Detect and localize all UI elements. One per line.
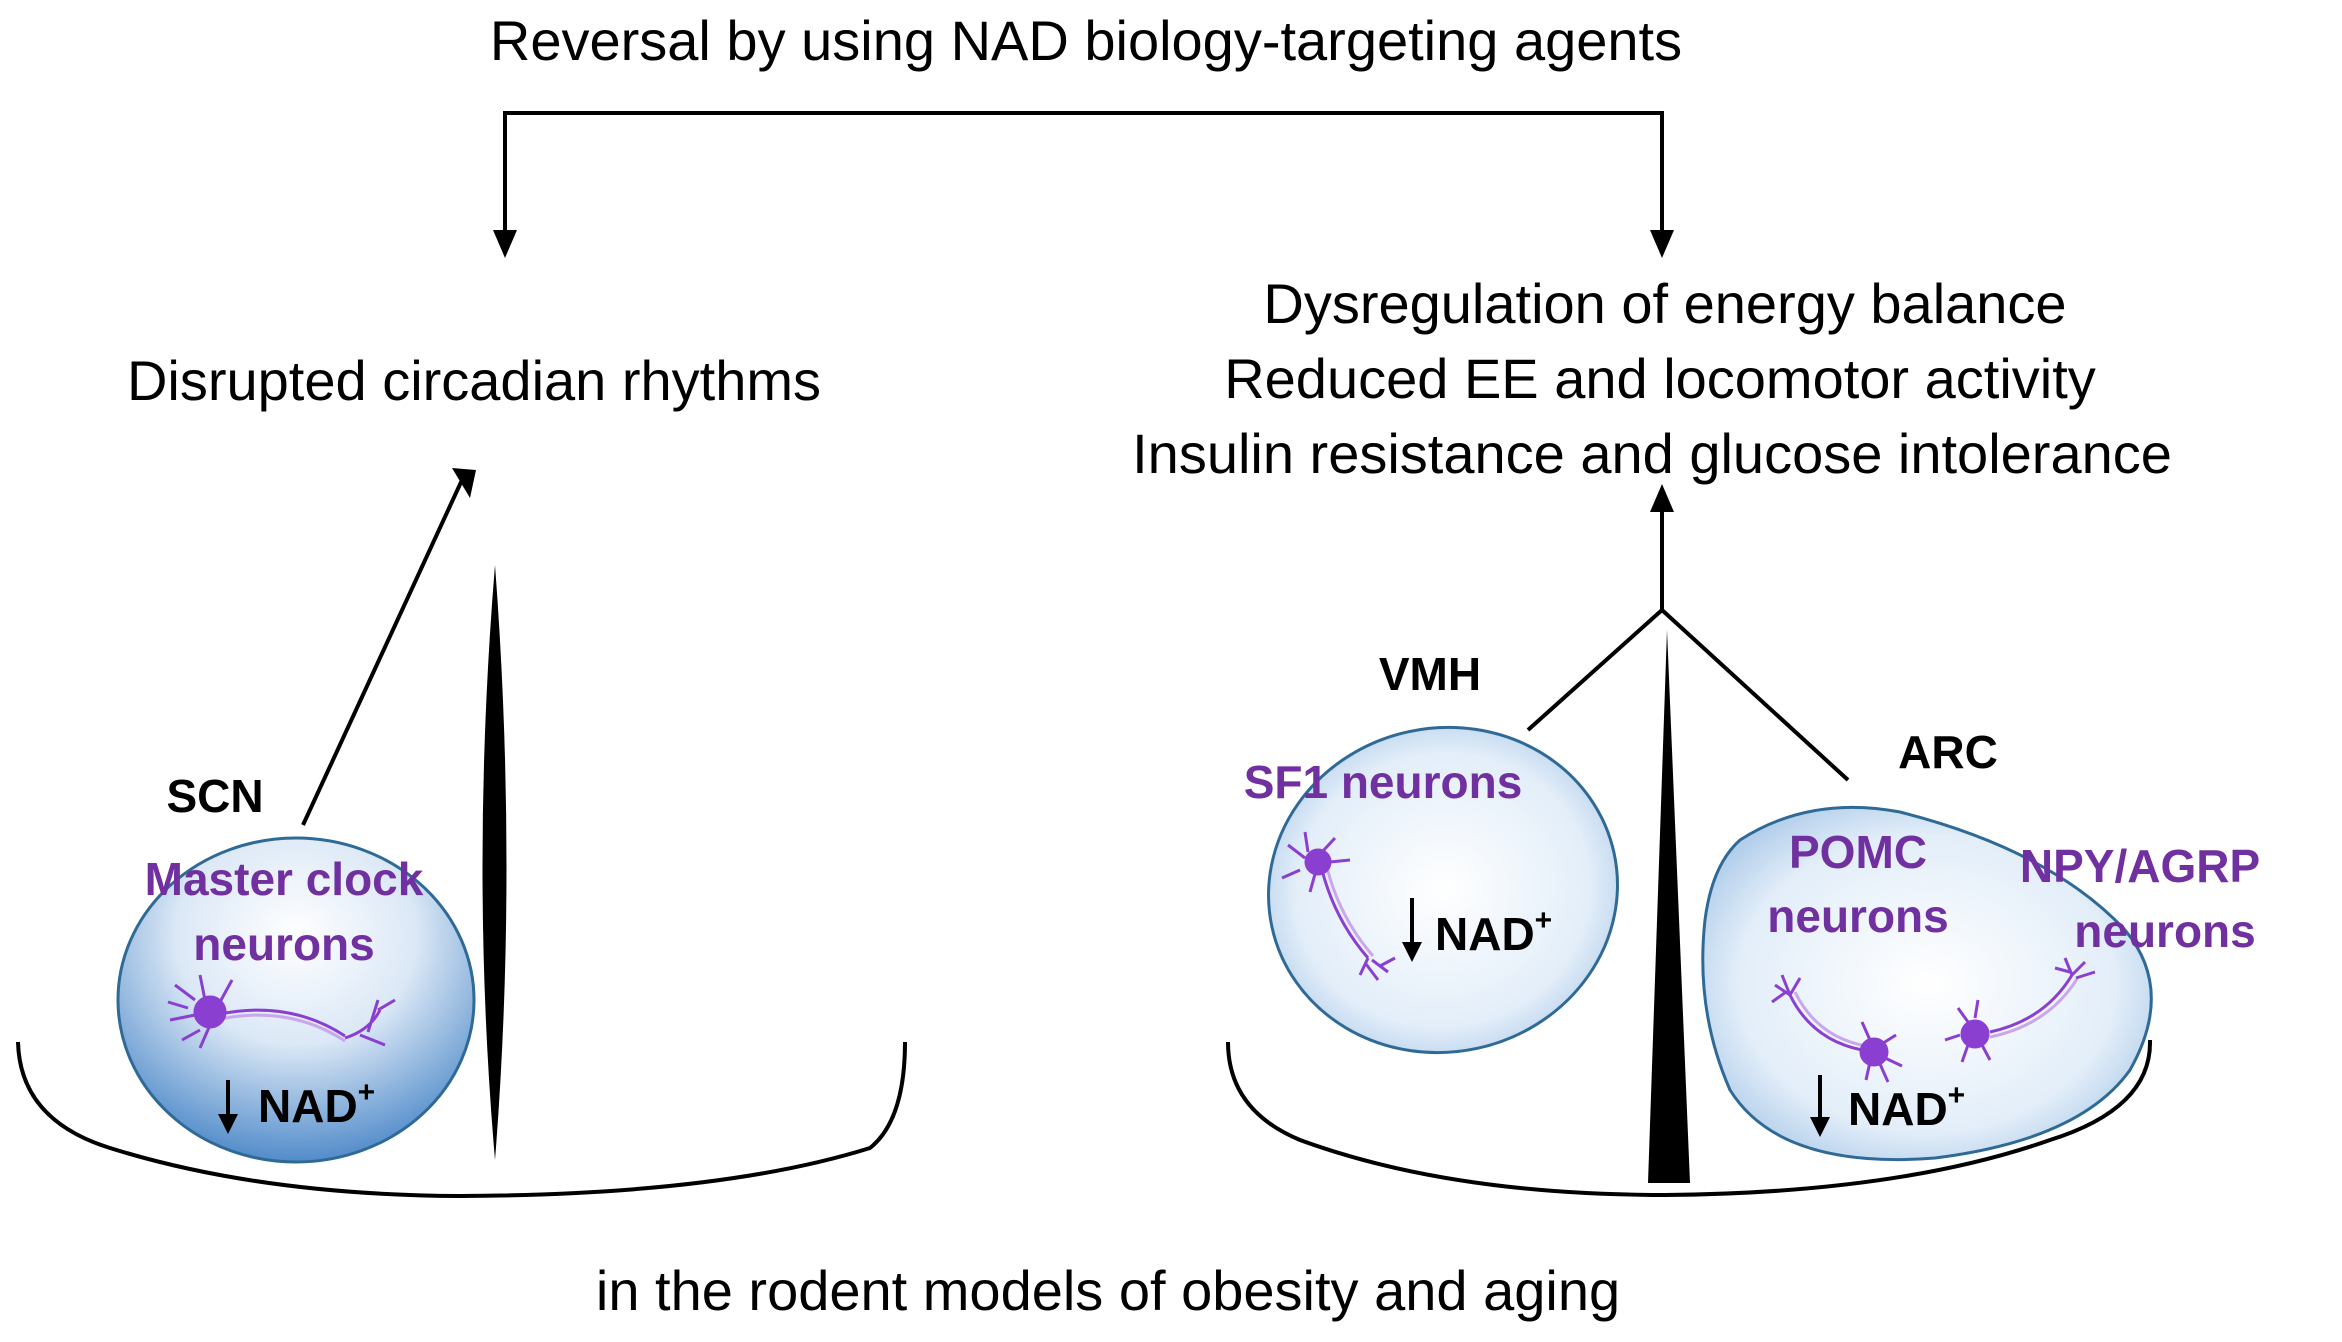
- left-midline-spindle: [482, 565, 507, 1160]
- right-brain-outline: [1226, 1039, 2153, 1198]
- hypothalamus-branch-lines: [1526, 500, 1850, 782]
- svg-text:NAD+: NAD+: [1435, 904, 1552, 960]
- scn-nad-text: NAD: [258, 1080, 358, 1132]
- pomc-label-2: neurons: [1767, 890, 1948, 942]
- pomc-label-1: POMC: [1789, 826, 1927, 878]
- master-clock-neuron-icon: [167, 974, 396, 1049]
- master-clock-label-1: Master clock: [145, 853, 424, 905]
- npy-agrp-label-2: neurons: [2074, 905, 2255, 957]
- vmh-nad-sup: +: [1535, 904, 1553, 937]
- scn-nad-sup: +: [358, 1076, 376, 1109]
- vmh-label: VMH: [1379, 648, 1481, 700]
- scn-arrow-head: [452, 468, 476, 498]
- npy-agrp-label-1: NPY/AGRP: [2020, 840, 2260, 892]
- master-clock-label-2: neurons: [193, 918, 374, 970]
- vmh-nad-text: NAD: [1435, 908, 1535, 960]
- scn-nad-indicator: NAD+: [218, 1076, 375, 1134]
- scn-cell: [116, 836, 476, 1164]
- left-brain-outline: [16, 1041, 907, 1199]
- sf1-neurons-label: SF1 neurons: [1244, 756, 1523, 808]
- pomc-neuron-icon: [1771, 974, 1903, 1083]
- svg-text:NAD+: NAD+: [1848, 1079, 1965, 1135]
- vmh-cell: [1267, 725, 1619, 1055]
- vmh-nad-indicator: NAD+: [1402, 898, 1552, 962]
- right-midline-wedge: [1648, 630, 1690, 1183]
- arc-label: ARC: [1898, 726, 1998, 778]
- reversal-bracket: [503, 111, 1664, 235]
- right-outcome-line-2: Reduced EE and locomotor activity: [1224, 347, 2096, 410]
- svg-text:NAD+: NAD+: [258, 1076, 375, 1132]
- bottom-caption: in the rodent models of obesity and agin…: [596, 1259, 1620, 1322]
- scn-label: SCN: [166, 770, 263, 822]
- arc-nad-sup: +: [1948, 1079, 1966, 1112]
- left-outcome-text: Disrupted circadian rhythms: [127, 349, 821, 412]
- right-outcome-line-1: Dysregulation of energy balance: [1263, 272, 2066, 335]
- arc-cell: [1701, 805, 2153, 1162]
- top-caption: Reversal by using NAD biology-targeting …: [490, 9, 1682, 72]
- sf1-neuron-icon: [1281, 831, 1396, 981]
- reversal-arrow-right: [1650, 230, 1674, 258]
- arc-nad-indicator: NAD+: [1810, 1075, 1965, 1137]
- right-outcome-line-3: Insulin resistance and glucose intoleran…: [1132, 422, 2172, 485]
- npy-agrp-neuron-icon: [1944, 957, 2096, 1063]
- scn-to-circadian-arrow: [301, 479, 464, 826]
- outcome-up-arrow: [1650, 484, 1674, 512]
- reversal-arrow-left: [493, 230, 517, 258]
- arc-nad-text: NAD: [1848, 1083, 1948, 1135]
